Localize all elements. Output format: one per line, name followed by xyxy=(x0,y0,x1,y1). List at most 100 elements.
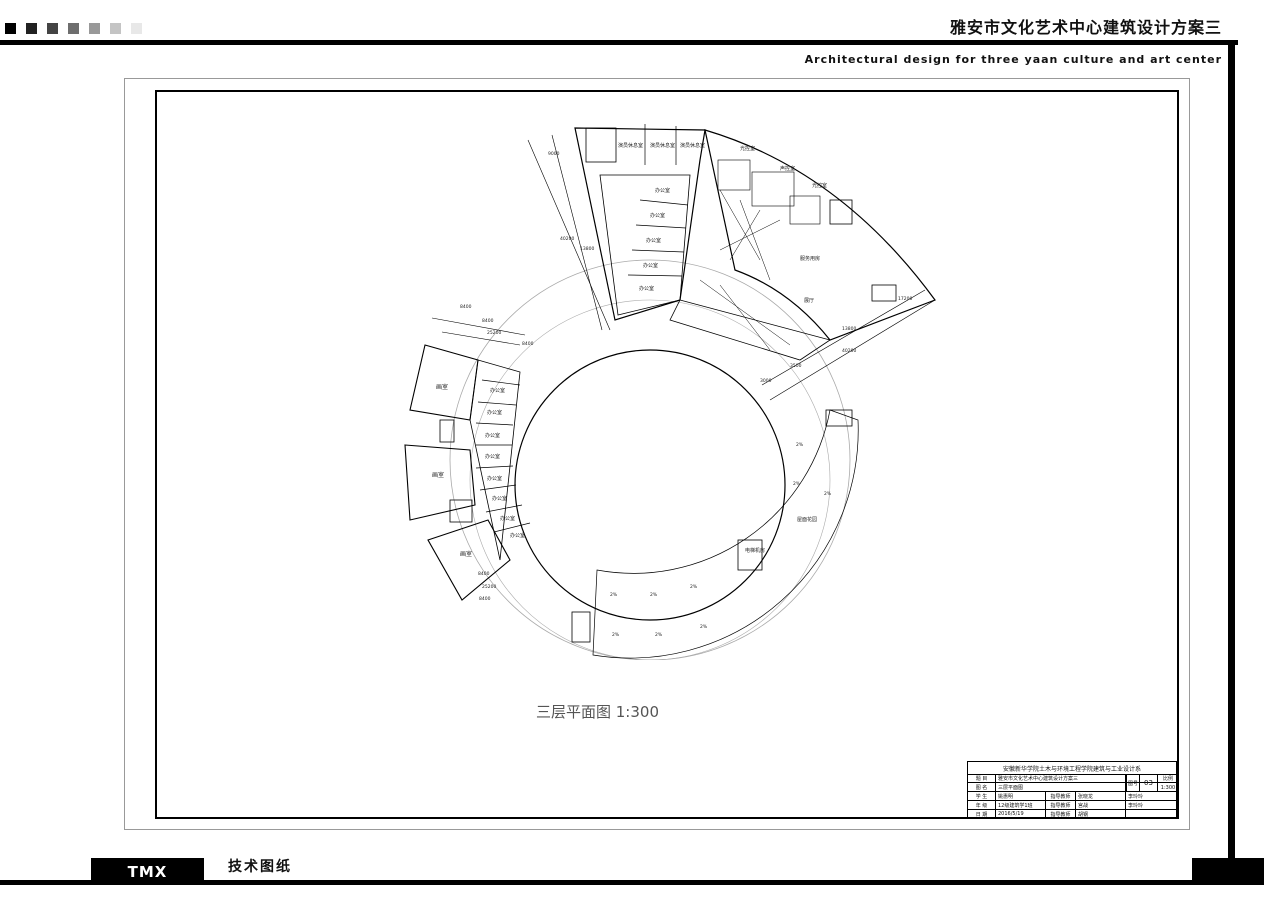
label-studio-2: 画室 xyxy=(432,471,444,479)
tb-reviewer2: 李玲玲 xyxy=(1128,802,1144,809)
tb-advisor-value: 张晓龙 xyxy=(1076,792,1126,800)
slope-5: 2% xyxy=(650,592,658,598)
outer-guide-ring xyxy=(449,259,851,660)
sheet-outer-border xyxy=(124,78,1190,830)
label-office-t2: 办公室 xyxy=(650,212,665,219)
dim-8400-c: 8400 xyxy=(522,341,534,347)
studio-room-2 xyxy=(404,444,476,521)
dim-25200-b: 25200 xyxy=(482,584,496,590)
label-office-t1: 办公室 xyxy=(655,187,670,194)
title-block-school: 安徽新华学院土木与环境工程学院建筑与工业设计系 xyxy=(968,762,1176,775)
dim-40200-b: 40200 xyxy=(842,348,856,354)
ramp-link xyxy=(669,299,831,361)
tb-sheetno-label: 图号 xyxy=(1126,774,1140,792)
sheet-inner-border xyxy=(155,90,1179,819)
label-office-l7: 办公室 xyxy=(500,515,515,522)
label-hall: 展厅 xyxy=(804,298,814,304)
label-office-l2: 办公室 xyxy=(487,409,502,416)
tb-student-value: 姚惠明 xyxy=(996,792,1046,800)
dim-40200-a: 40200 xyxy=(560,236,574,242)
office-wing xyxy=(574,127,706,321)
label-office-l3: 办公室 xyxy=(485,432,500,439)
tb-grade-label: 年 级 xyxy=(968,801,996,809)
swatch-2 xyxy=(26,23,37,34)
label-rest-2: 演员休息室 xyxy=(650,142,675,149)
tb-row-student: 学 生 姚惠明 指导教师 张晓龙 李玲玲 xyxy=(968,792,1176,801)
page-title: 雅安市文化艺术中心建筑设计方案三 xyxy=(949,18,1222,37)
label-garden: 屋面花园 xyxy=(797,516,817,523)
label-office-l5: 办公室 xyxy=(487,475,502,482)
label-rest-3: 演员休息室 xyxy=(680,142,705,149)
tb-sheetno-value: 03 xyxy=(1140,774,1158,792)
label-studio-3: 画室 xyxy=(460,550,472,558)
tb-name-value: 三层平面图 xyxy=(996,783,1126,791)
corner-block xyxy=(1192,858,1264,885)
dim-9000: 9000 xyxy=(548,151,560,157)
tb-row-name: 图 名 三层平面图 xyxy=(968,783,1176,792)
tb-teacher1-label: 指导教师 xyxy=(1046,801,1076,809)
mid-guide-ring xyxy=(469,299,831,660)
swatch-3 xyxy=(47,23,58,34)
bottom-rule xyxy=(0,880,1238,885)
tb-topic-label: 题 目 xyxy=(968,774,996,782)
tb-date-label: 日 期 xyxy=(968,810,996,818)
label-office-l4: 办公室 xyxy=(485,453,500,460)
auditorium-wing xyxy=(704,129,936,341)
top-rule xyxy=(0,40,1238,45)
label-studio-1: 画室 xyxy=(436,383,448,391)
brand-block: TMX xyxy=(91,858,204,882)
slope-3: 2% xyxy=(824,491,832,497)
tb-date-value: 2016/5/19 xyxy=(996,810,1046,818)
tb-row-date: 日 期 2016/5/19 指导教师 胡钢 xyxy=(968,810,1176,818)
tb-advisor-label: 指导教师 xyxy=(1046,792,1076,800)
slope-1: 2% xyxy=(796,442,804,448)
tb-reviewer1: 李玲玲 xyxy=(1128,793,1144,800)
left-office-band xyxy=(469,359,521,561)
studio-room-3 xyxy=(427,519,511,601)
slope-2: 2% xyxy=(793,481,801,487)
slope-6: 2% xyxy=(690,584,698,590)
roof-garden-arc xyxy=(592,409,859,659)
title-block: 安徽新华学院土木与环境工程学院建筑与工业设计系 题 目 雅安市文化艺术中心建筑设… xyxy=(967,761,1177,818)
tb-student-label: 学 生 xyxy=(968,792,996,800)
dim-8400-e: 8400 xyxy=(479,596,491,602)
label-machine: 电梯机房 xyxy=(745,547,765,554)
swatch-4 xyxy=(68,23,79,34)
tb-teacher2-label: 指导教师 xyxy=(1046,810,1076,818)
label-rest-1: 演员休息室 xyxy=(618,142,643,149)
dim-3000: 3000 xyxy=(760,378,772,384)
label-light: 光控室 xyxy=(740,145,755,152)
swatch-5 xyxy=(89,23,100,34)
tb-scale-label: 比例 xyxy=(1162,776,1173,782)
slope-9: 2% xyxy=(700,624,708,630)
dim-8400-a: 8400 xyxy=(460,304,472,310)
tb-grade-value: 12级建筑学1班 xyxy=(996,801,1046,809)
tb-teacher1-value: 宫战 xyxy=(1076,801,1126,809)
tb-topic-value: 雅安市文化艺术中心建筑设计方案三 xyxy=(996,774,1126,782)
studio-room-1 xyxy=(409,344,479,421)
page-subtitle: Architectural design for three yaan cult… xyxy=(804,53,1222,66)
floor-plan: 画室 画室 画室 办公室 办公室 办公室 办公室 办公室 办公室 办公室 办公室… xyxy=(404,124,936,660)
tb-teacher2-value: 胡钢 xyxy=(1076,810,1126,818)
label-office-t5: 办公室 xyxy=(639,285,654,292)
dim-25200-a: 25200 xyxy=(487,330,501,336)
dim-8400-d: 8400 xyxy=(478,571,490,577)
swatch-6 xyxy=(110,23,121,34)
dim-13800-b: 13800 xyxy=(842,326,856,332)
slope-4: 2% xyxy=(610,592,618,598)
dim-13800-a: 13800 xyxy=(580,246,594,252)
label-office-l6: 办公室 xyxy=(492,495,507,502)
tb-row-topic: 题 目 雅安市文化艺术中心建筑设计方案三 xyxy=(968,774,1176,783)
stair-left xyxy=(439,419,455,443)
label-service: 服务用房 xyxy=(800,255,820,262)
label-light-2: 光控室 xyxy=(812,182,827,189)
label-office-l1: 办公室 xyxy=(490,387,505,394)
swatch-7 xyxy=(131,23,142,34)
slope-7: 2% xyxy=(612,632,620,638)
stair-left-2 xyxy=(449,499,473,523)
label-office-t3: 办公室 xyxy=(646,237,661,244)
tb-row-grade: 年 级 12级建筑学1班 指导教师 宫战 李玲玲 xyxy=(968,801,1176,810)
label-office-t4: 办公室 xyxy=(643,262,658,269)
tb-name-label: 图 名 xyxy=(968,783,996,791)
dim-3500: 3500 xyxy=(790,363,802,369)
